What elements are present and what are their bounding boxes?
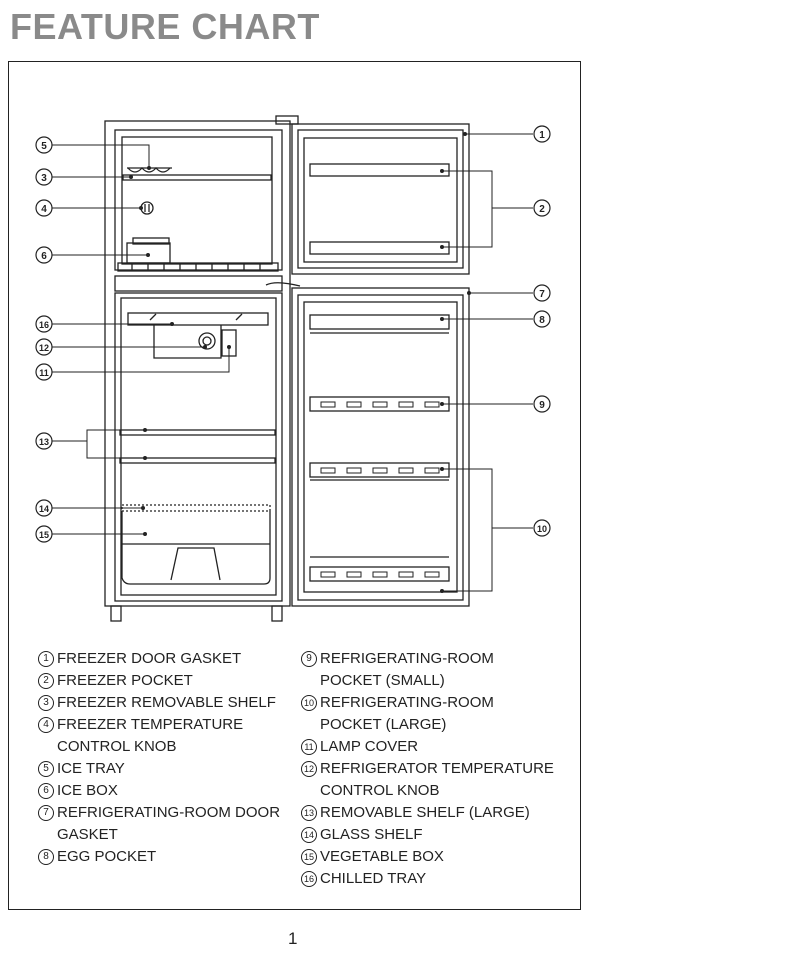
diagram-frame xyxy=(8,61,581,910)
page-title: FEATURE CHART xyxy=(10,6,320,47)
legend-number: 11 xyxy=(301,739,317,755)
legend-number: 13 xyxy=(301,805,317,821)
callout-3-label: 3 xyxy=(41,173,47,184)
legend-label: REFRIGERATING-ROOM POCKET (SMALL) xyxy=(320,650,494,689)
callout-4-label: 4 xyxy=(41,204,47,215)
legend-label: FREEZER POCKET xyxy=(57,672,193,689)
legend-number: 9 xyxy=(301,651,317,667)
callout-14 xyxy=(35,499,53,517)
callout-7 xyxy=(533,284,551,302)
callout-6-label: 6 xyxy=(41,251,47,262)
callout-7-label: 7 xyxy=(539,289,545,300)
legend-label: REFRIGERATING-ROOM DOOR GASKET xyxy=(57,804,281,843)
callout-9-label: 9 xyxy=(539,400,545,411)
callout-14-label: 14 xyxy=(39,504,49,514)
callout-3 xyxy=(35,168,53,186)
legend-label: REFRIGERATOR TEMPERATURE CONTROL KNOB xyxy=(320,760,554,799)
legend-number: 10 xyxy=(301,695,317,711)
callout-13 xyxy=(35,432,53,450)
legend-number: 8 xyxy=(38,849,54,865)
callout-13-label: 13 xyxy=(39,437,49,447)
legend-label: REMOVABLE SHELF (LARGE) xyxy=(320,804,530,821)
callout-5-label: 5 xyxy=(41,141,47,152)
legend-number: 4 xyxy=(38,717,54,733)
legend-label: EGG POCKET xyxy=(57,848,157,865)
callout-2-label: 2 xyxy=(539,204,545,215)
legend-number: 3 xyxy=(38,695,54,711)
callout-10 xyxy=(533,519,551,537)
legend-number: 5 xyxy=(38,761,54,777)
callout-2 xyxy=(533,199,551,217)
legend-number: 15 xyxy=(301,849,317,865)
callout-12-label: 12 xyxy=(39,343,49,353)
legend-label: FREEZER REMOVABLE SHELF xyxy=(57,694,276,711)
callout-8 xyxy=(533,310,551,328)
legend-number: 6 xyxy=(38,783,54,799)
legend-label: FREEZER DOOR GASKET xyxy=(57,650,242,667)
legend-label: VEGETABLE BOX xyxy=(320,848,444,865)
cabinet-body xyxy=(104,120,291,607)
callout-8-label: 8 xyxy=(539,315,545,326)
legend-label: REFRIGERATING-ROOM POCKET (LARGE) xyxy=(320,694,494,733)
legend-number: 7 xyxy=(38,805,54,821)
legend-number: 12 xyxy=(301,761,317,777)
legend-label: CHILLED TRAY xyxy=(320,870,427,887)
legend-label: FREEZER TEMPERATURE CONTROL KNOB xyxy=(57,716,244,755)
legend-number: 16 xyxy=(301,871,317,887)
page-number: 1 xyxy=(288,929,298,948)
callout-15 xyxy=(35,525,53,543)
callout-16-label: 16 xyxy=(39,320,49,330)
legend-number: 2 xyxy=(38,673,54,689)
callout-11-label: 11 xyxy=(39,368,49,378)
callout-4 xyxy=(35,199,53,217)
callout-15-label: 15 xyxy=(39,530,49,540)
callout-10-label: 10 xyxy=(537,524,547,534)
legend-label: ICE TRAY xyxy=(57,760,125,777)
callout-12 xyxy=(35,338,53,356)
legend-number: 14 xyxy=(301,827,317,843)
callout-1-label: 1 xyxy=(539,130,545,141)
callout-5 xyxy=(35,136,53,154)
callout-9 xyxy=(533,395,551,413)
legend-number: 1 xyxy=(38,651,54,667)
callout-16 xyxy=(35,315,53,333)
callout-11 xyxy=(35,363,53,381)
callout-6 xyxy=(35,246,53,264)
legend-label: ICE BOX xyxy=(57,782,118,799)
callout-1 xyxy=(533,125,551,143)
leader-lines xyxy=(51,133,533,592)
legend-label: GLASS SHELF xyxy=(320,826,423,843)
legend-label: LAMP COVER xyxy=(320,738,419,755)
